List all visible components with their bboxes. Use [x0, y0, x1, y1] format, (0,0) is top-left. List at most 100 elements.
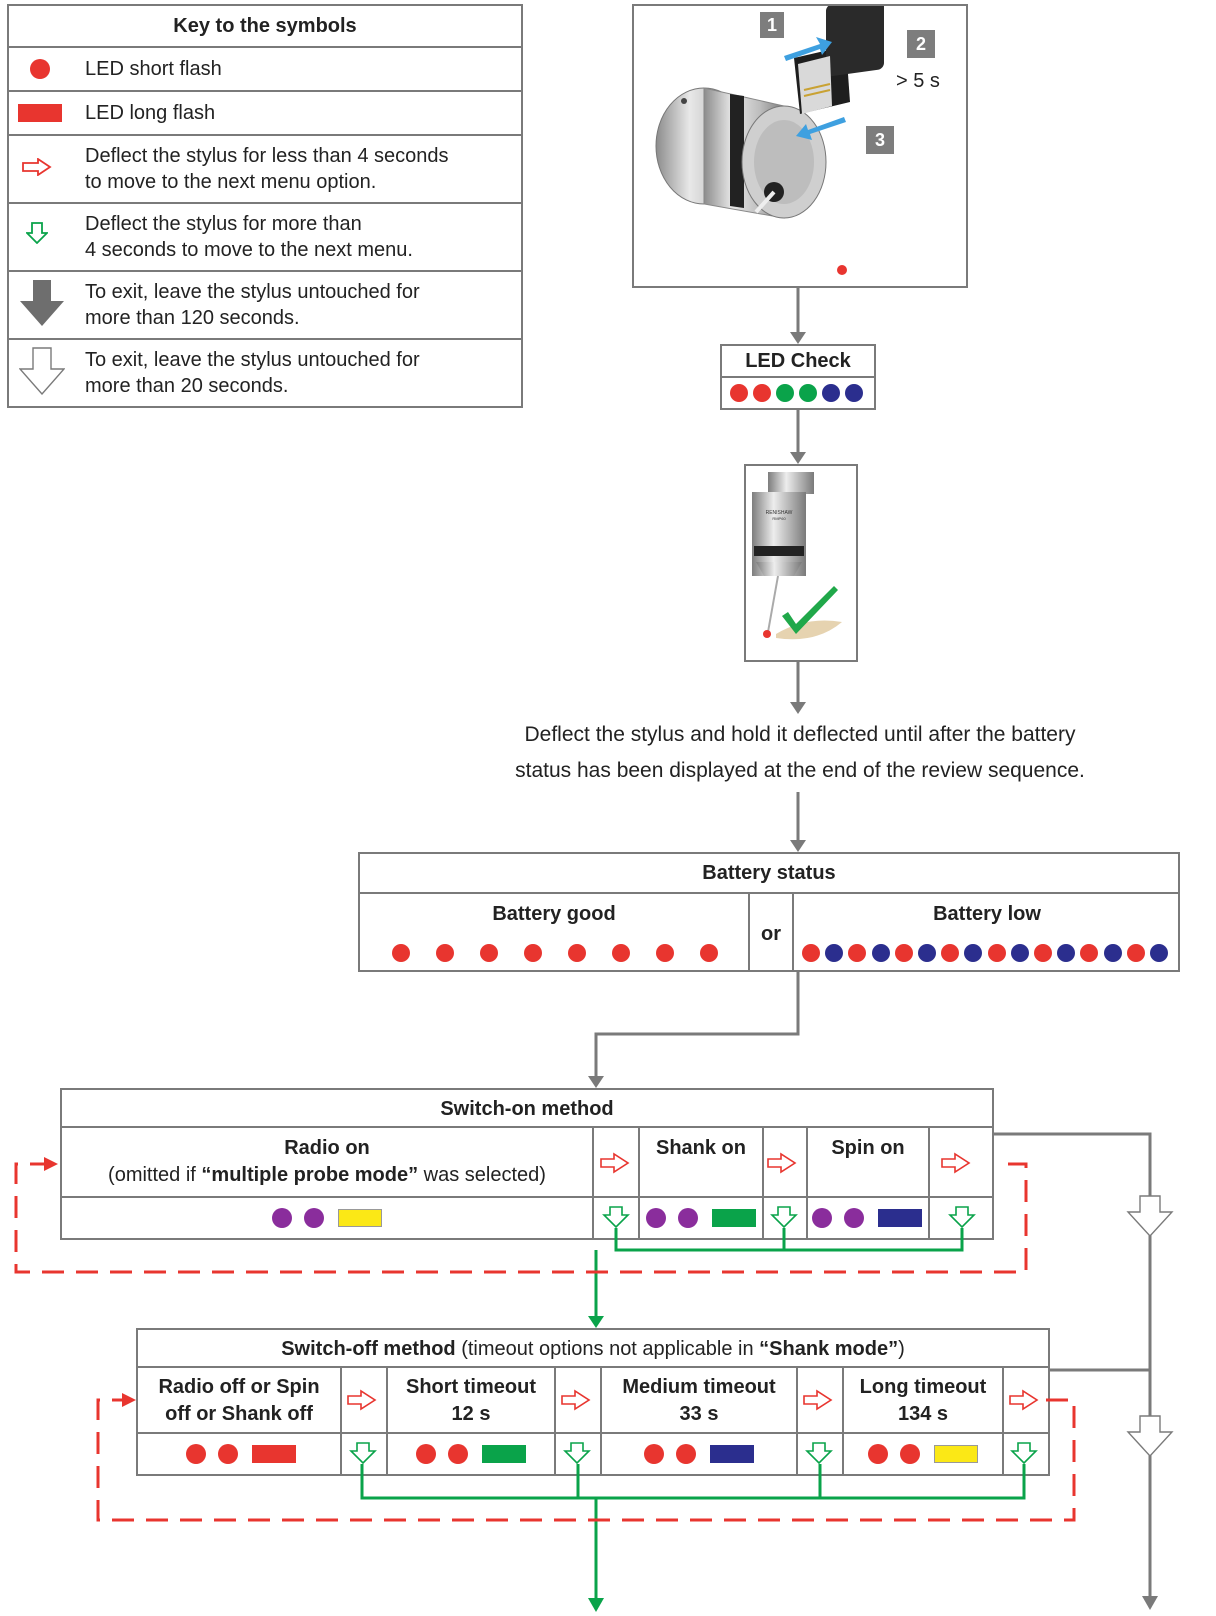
key-item-next-menu-line2: 4 seconds to move to the next menu. — [85, 239, 413, 261]
blue-bar-icon — [710, 1445, 754, 1463]
shank-on-label: Shank on — [655, 1137, 746, 1159]
battery-low-dot — [871, 944, 890, 962]
short-timeout-label-line2: 12 s — [451, 1403, 491, 1425]
key-item-next-option-line1: Deflect the stylus for less than 4 secon… — [85, 145, 449, 167]
red-outline-right-arrow-icon — [22, 158, 52, 176]
battery-low-dot — [1103, 944, 1122, 962]
grey-solid-down-arrow-icon — [20, 280, 64, 326]
time-label: > 5 s — [896, 70, 940, 92]
key-item-next-option-line2: to move to the next menu option. — [85, 171, 377, 193]
red-bar-icon — [18, 104, 62, 122]
red-dot-icon — [644, 1444, 664, 1464]
battery-good-dot — [392, 944, 410, 962]
led-check-dot — [730, 384, 748, 402]
battery-low-dot — [1057, 944, 1076, 962]
step-3-badge: 3 — [866, 126, 894, 154]
medium-timeout-label-line1: Medium timeout — [622, 1376, 776, 1398]
battery-good-dot — [612, 944, 630, 962]
battery-good-dot — [480, 944, 498, 962]
probe-brand-text: RENISHAW — [766, 510, 793, 516]
battery-low-dot — [802, 944, 820, 962]
key-item-next-menu-line1: Deflect the stylus for more than — [85, 213, 362, 235]
red-dot-icon — [30, 59, 50, 79]
key-item-exit-120-line1: To exit, leave the stylus untouched for — [85, 281, 420, 303]
red-dot-icon — [186, 1444, 206, 1464]
long-timeout-label-line2: 134 s — [897, 1403, 949, 1425]
key-item-exit-20-line2: more than 20 seconds. — [85, 375, 289, 397]
probe-battery-illustration — [655, 6, 884, 275]
battery-low-dot — [1010, 944, 1029, 962]
battery-low-dot — [1126, 944, 1145, 962]
red-dot-icon — [676, 1444, 696, 1464]
instruction-line1: Deflect the stylus and hold it deflected… — [524, 723, 1076, 746]
led-check-dot — [799, 384, 817, 402]
led-check-dot — [822, 384, 840, 402]
key-item-long-flash: LED long flash — [85, 102, 216, 124]
medium-timeout-label-line2: 33 s — [679, 1403, 719, 1425]
blue-bar-icon — [878, 1209, 922, 1227]
green-bar-icon — [482, 1445, 526, 1463]
key-table — [7, 4, 523, 408]
key-item-exit-120-line2: more than 120 seconds. — [85, 307, 300, 329]
radio-off-label-line1: Radio off or Spin — [158, 1376, 320, 1398]
white-outline-down-arrow-icon — [19, 347, 65, 395]
exit-arrow-icon — [1126, 1195, 1174, 1458]
radio-off-label-line2: off or Shank off — [165, 1403, 313, 1425]
purple-dot-icon — [844, 1208, 864, 1228]
purple-dot-icon — [304, 1208, 324, 1228]
battery-good-dot — [568, 944, 586, 962]
battery-low-dot — [1034, 944, 1052, 962]
step-2-badge: 2 — [907, 30, 935, 58]
yellow-bar-icon — [934, 1445, 978, 1463]
battery-low-dot — [848, 944, 867, 962]
led-check-dot — [776, 384, 794, 402]
key-item-exit-20-line1: To exit, leave the stylus untouched for — [85, 349, 420, 371]
battery-low-dot — [1080, 944, 1099, 962]
led-check-dot — [845, 384, 863, 402]
key-title: Key to the symbols — [173, 15, 357, 37]
red-dot-icon — [416, 1444, 436, 1464]
long-timeout-label-line1: Long timeout — [859, 1376, 987, 1398]
battery-good-dot — [436, 944, 454, 962]
purple-dot-icon — [678, 1208, 698, 1228]
battery-low-dot — [918, 944, 936, 962]
red-dot-icon — [448, 1444, 468, 1464]
green-bar-icon — [712, 1209, 756, 1227]
purple-dot-icon — [646, 1208, 666, 1228]
switch-on-title: Switch-on method — [440, 1098, 614, 1120]
instruction-line2: status has been displayed at the end of … — [515, 759, 1085, 782]
radio-on-label: Radio on — [284, 1137, 370, 1159]
step-1-badge: 1 — [760, 12, 784, 38]
battery-status-title: Battery status — [702, 862, 836, 884]
battery-or-label: or — [761, 923, 781, 945]
probe-deflect-illustration: RENISHAW RMP60 — [752, 472, 842, 640]
green-outline-down-arrow-icon — [26, 222, 48, 244]
short-timeout-label-line1: Short timeout — [406, 1376, 536, 1398]
battery-good-dot — [656, 944, 674, 962]
battery-low-dot — [964, 944, 983, 962]
battery-low-dot — [941, 944, 960, 962]
red-dot-icon — [900, 1444, 920, 1464]
red-dot-icon — [218, 1444, 238, 1464]
red-bar-icon — [252, 1445, 296, 1463]
probe-deflect-panel: RENISHAW RMP60 — [744, 464, 858, 662]
yellow-bar-icon — [338, 1209, 382, 1227]
battery-good-dot — [700, 944, 718, 962]
battery-low-dot — [825, 944, 844, 962]
battery-low-dot — [1150, 944, 1168, 962]
purple-dot-icon — [272, 1208, 292, 1228]
purple-dot-icon — [812, 1208, 832, 1228]
battery-low-dot — [894, 944, 913, 962]
battery-low-label: Battery low — [933, 903, 1041, 925]
key-item-short-flash: LED short flash — [85, 58, 222, 80]
led-check-title: LED Check — [745, 350, 851, 372]
led-check-dot — [753, 384, 771, 402]
battery-low-dot — [987, 944, 1006, 962]
battery-good-dot — [524, 944, 542, 962]
switch-off-title: Switch-off method (timeout options not a… — [281, 1338, 905, 1360]
probe-model-text: RMP60 — [772, 516, 786, 521]
battery-good-label: Battery good — [492, 903, 616, 925]
red-dot-icon — [868, 1444, 888, 1464]
spin-on-label: Spin on — [831, 1137, 905, 1159]
radio-on-note: (omitted if “multiple probe mode” was se… — [108, 1164, 546, 1186]
